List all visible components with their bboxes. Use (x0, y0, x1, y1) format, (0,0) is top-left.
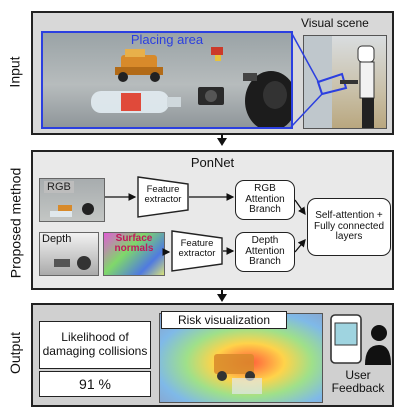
method-panel: PonNet RGB Depth Surface normals Feature… (31, 150, 394, 290)
arrow-stem-2 (221, 290, 223, 296)
bottle (91, 91, 181, 113)
likelihood-value: 91 % (39, 371, 151, 397)
likelihood-label: Likelihood of damaging collisions (39, 321, 151, 369)
input-section-label: Input (7, 56, 24, 88)
fusion-layers: Self-attention + Fully connected layers (307, 198, 391, 256)
output-section-label: Output (7, 331, 23, 375)
placing-area-title: Placing area (130, 32, 204, 47)
arrow-method-to-output (217, 294, 227, 302)
surface-normals-image: Surface normals (103, 232, 165, 276)
toy-cart (115, 49, 163, 82)
placing-area-objects (91, 47, 291, 127)
rgb-label: RGB (44, 181, 74, 193)
feature-extractor-1-label: Feature extractor (144, 184, 182, 205)
method-section-label: Proposed method (7, 167, 23, 279)
input-panel: Placing area Visual scene (31, 11, 394, 135)
tablet-user-icon (330, 314, 391, 365)
camera-object (198, 87, 224, 105)
zoom-lines (290, 31, 324, 128)
robot-arm (243, 71, 291, 127)
depth-attention-branch: Depth Attention Branch (235, 232, 295, 272)
depth-image: Depth (39, 232, 99, 276)
method-arrows (105, 193, 306, 256)
arrow-stem-1 (221, 134, 223, 140)
visual-scene-title: Visual scene (301, 16, 369, 30)
arrow-input-to-method (217, 138, 227, 146)
feature-extractor-2-shape (171, 230, 223, 272)
risk-visualization-title: Risk visualization (161, 311, 287, 329)
rgb-image: RGB (39, 178, 105, 222)
depth-image-content (54, 256, 91, 270)
surface-normals-label: Surface normals (114, 233, 154, 254)
placing-area-image: Placing area (41, 31, 293, 129)
risk-objects (214, 354, 262, 394)
feature-extractor-1-shape (137, 176, 189, 218)
feature-extractor-2-label: Feature extractor (178, 238, 216, 259)
depth-label: Depth (42, 233, 72, 245)
user-feedback-label: User Feedback (331, 368, 385, 396)
toy-figure (211, 47, 223, 61)
output-panel: Likelihood of damaging collisions 91 % R… (31, 303, 394, 407)
rgb-attention-branch: RGB Attention Branch (235, 180, 295, 220)
rgb-image-content (50, 203, 94, 217)
ponnet-title: PonNet (190, 155, 235, 170)
